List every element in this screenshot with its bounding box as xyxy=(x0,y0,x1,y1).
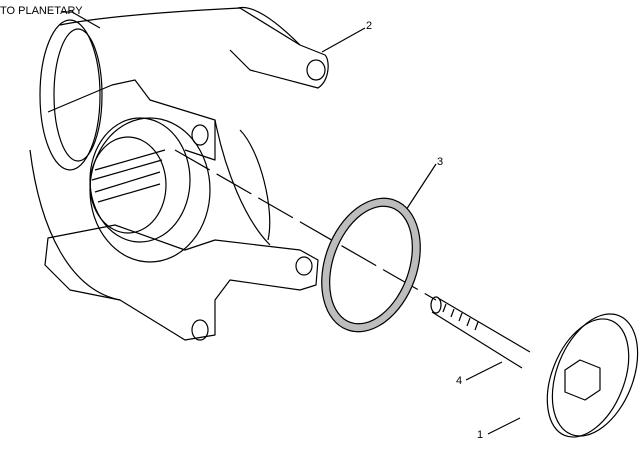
leader-lines xyxy=(62,11,521,435)
callout-to-planetary: TO PLANETARY xyxy=(0,5,83,17)
centerline xyxy=(174,149,437,301)
bolt xyxy=(430,296,531,369)
callout-1: 1 xyxy=(477,429,484,441)
washer-head xyxy=(546,313,639,438)
callout-2: 2 xyxy=(366,20,373,32)
yoke-flange xyxy=(29,6,329,341)
callout-4: 4 xyxy=(456,375,463,387)
gasket-ring xyxy=(321,197,421,333)
callout-3: 3 xyxy=(437,156,444,168)
